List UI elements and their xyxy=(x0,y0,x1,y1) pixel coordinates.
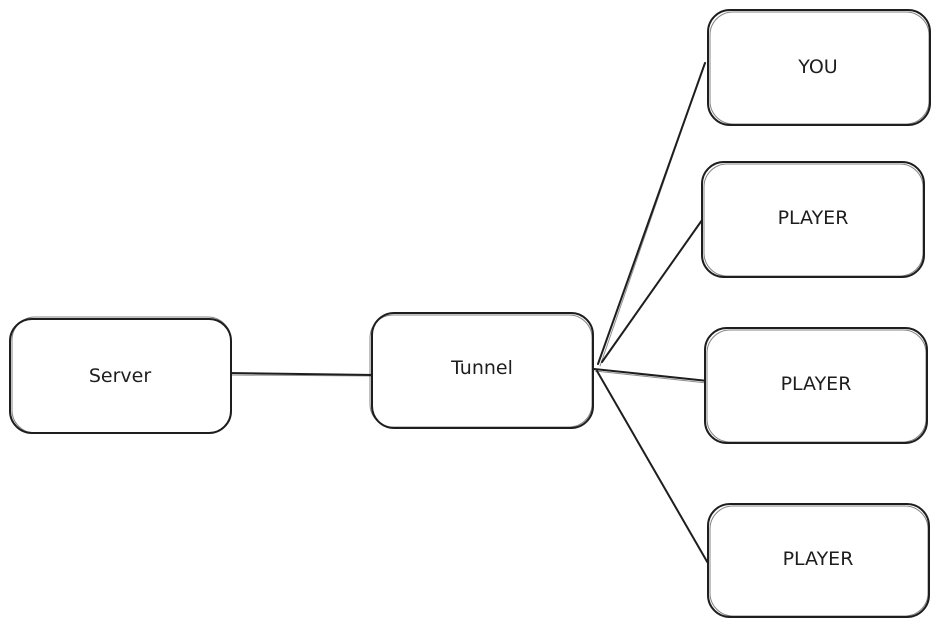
node-player-3: PLAYER xyxy=(707,503,930,618)
node-player-3-label: PLAYER xyxy=(783,548,854,570)
node-tunnel-label: Tunnel xyxy=(450,357,513,379)
node-server-label: Server xyxy=(89,365,151,387)
node-player-1: PLAYER xyxy=(701,161,925,278)
edge-tunnel-player-1 xyxy=(601,212,708,363)
edge-ghost-server-tunnel xyxy=(226,374,375,377)
edge-tunnel-player-3 xyxy=(596,370,710,566)
edge-tunnel-player-2 xyxy=(593,368,709,382)
node-player-1-label: PLAYER xyxy=(778,207,849,229)
node-server: Server xyxy=(9,316,232,434)
edge-ghost-tunnel-player-2 xyxy=(594,370,708,384)
edges xyxy=(225,62,710,566)
edge-ghost-tunnel-you xyxy=(599,64,705,367)
node-you: YOU xyxy=(707,9,931,126)
node-player-2-label: PLAYER xyxy=(781,373,852,395)
node-tunnel: Tunnel xyxy=(369,312,594,429)
node-player-2: PLAYER xyxy=(704,327,928,444)
node-you-label: YOU xyxy=(797,56,837,78)
edge-server-tunnel xyxy=(225,372,376,376)
